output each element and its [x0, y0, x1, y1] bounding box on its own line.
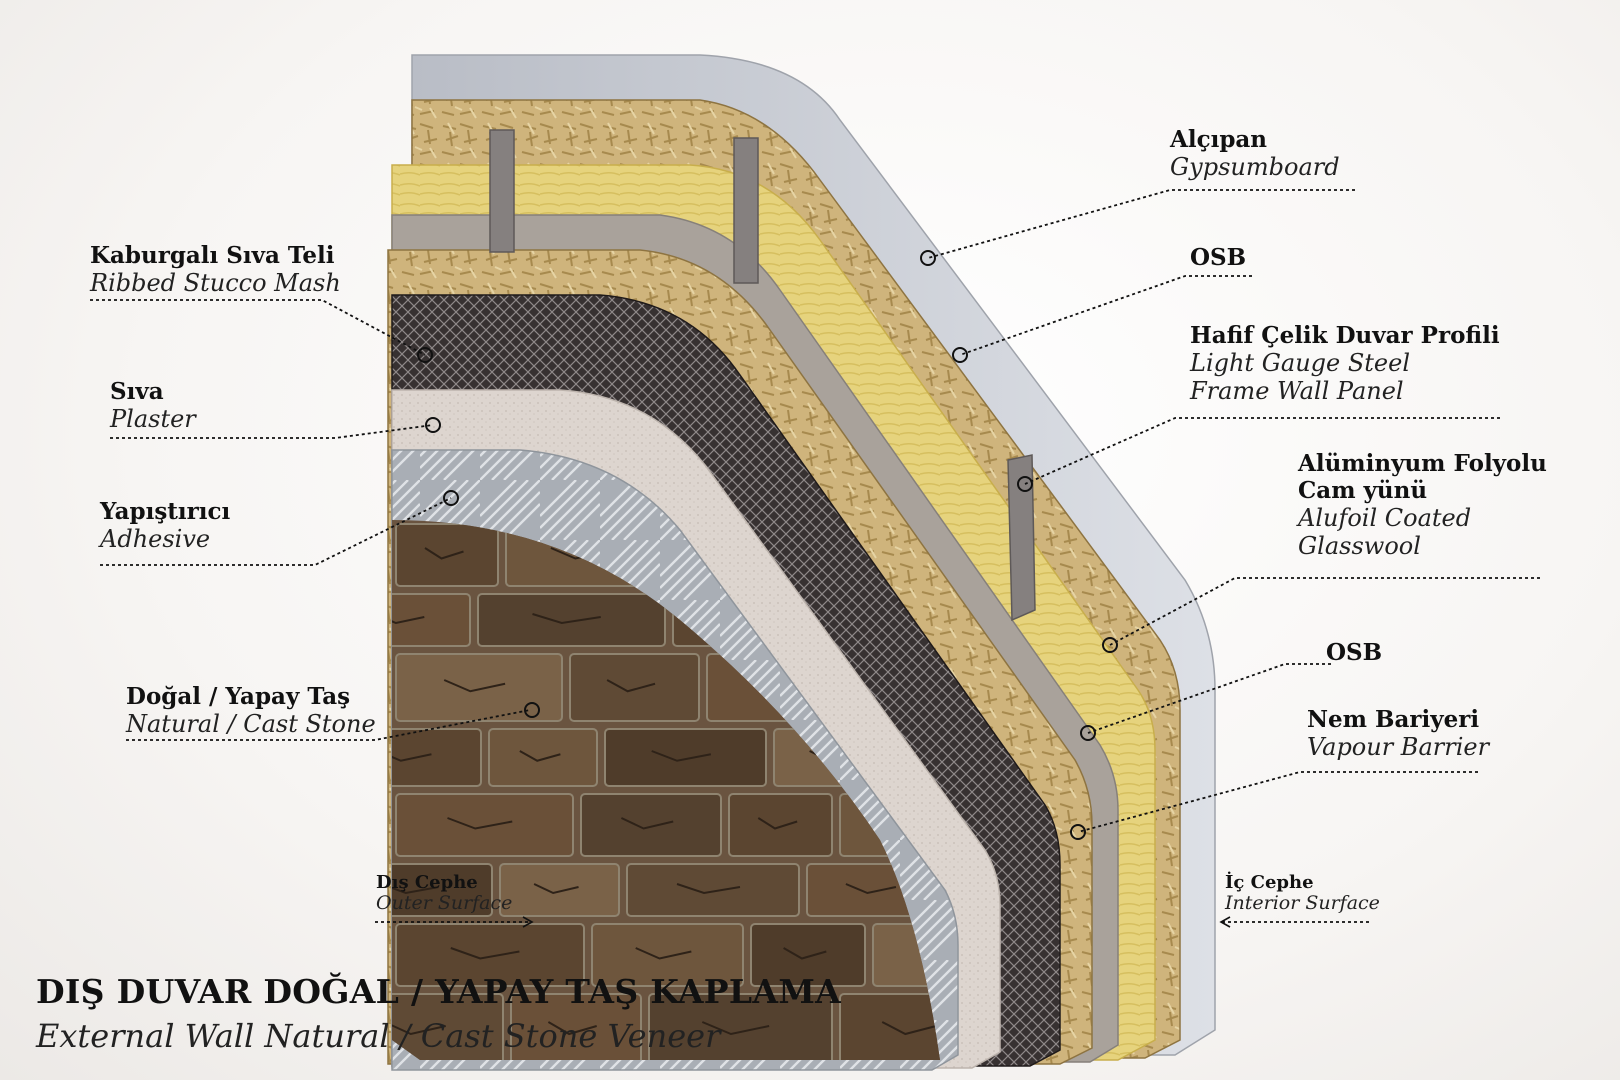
stone-block — [839, 993, 940, 1060]
stone-block — [395, 523, 499, 587]
stone-texture — [392, 750, 432, 762]
stone-block — [392, 728, 482, 787]
adhesive-tr: Yapıştırıcı — [100, 498, 231, 525]
stone-texture — [532, 613, 601, 625]
stone-texture — [606, 679, 656, 693]
glasswool-tr: Alüminyum Folyolu — [1298, 450, 1547, 477]
stone-tr: Doğal / Yapay Taş — [126, 683, 351, 710]
title-tr: DIŞ DUVAR DOĞAL / YAPAY TAŞ KAPLAMA — [36, 972, 842, 1011]
outer-surface-en: Outer Surface — [376, 892, 513, 914]
stone-block — [392, 593, 471, 647]
osb-outer-tr: OSB — [1326, 639, 1383, 666]
stone-block — [488, 728, 598, 787]
steel-frame-en: Light Gauge Steel — [1190, 349, 1411, 377]
stone-texture — [447, 817, 513, 830]
stone-texture — [547, 1021, 597, 1036]
diagram-title: DIŞ DUVAR DOĞAL / YAPAY TAŞ KAPLAMA Exte… — [36, 972, 841, 1055]
steel-frame-tr: Hafif Çelik Duvar Profili — [1190, 322, 1500, 349]
stone-block — [728, 793, 833, 857]
stone-block — [392, 993, 504, 1060]
osb-inner-tr: OSB — [1190, 244, 1247, 271]
stucco-mesh-en: Ribbed Stucco Mash — [90, 269, 341, 297]
stone-texture — [424, 547, 464, 560]
label-interior-surface: İç Cephe Interior Surface — [1225, 874, 1380, 917]
plaster-tr: Sıva — [110, 378, 164, 405]
stone-texture — [533, 883, 579, 895]
label-osb-inner: OSB — [1190, 246, 1246, 273]
vapour-barrier-tr: Nem Bariyeri — [1307, 706, 1480, 733]
stone-block — [477, 593, 666, 647]
stone-texture — [783, 947, 827, 960]
stone-texture — [651, 750, 712, 762]
label-plaster: Sıva Plaster — [110, 380, 196, 435]
glasswool-en: Alufoil Coated — [1298, 504, 1472, 532]
label-osb-outer: OSB — [1326, 641, 1382, 668]
steel-stud-3 — [1007, 454, 1036, 622]
plaster-en: Plaster — [110, 405, 196, 433]
pointer-circles — [417, 250, 1118, 840]
adhesive-en: Adhesive — [100, 525, 211, 553]
stone-texture — [450, 947, 520, 960]
stone-texture — [443, 679, 506, 693]
stone-block — [604, 728, 767, 787]
label-stucco-mesh: Kaburgalı Sıva Teli Ribbed Stucco Mash — [90, 244, 341, 299]
outer-surface-tr: Dış Cephe — [376, 872, 478, 893]
stone-block — [395, 793, 574, 857]
stone-texture — [635, 947, 692, 960]
stone-texture — [392, 1021, 446, 1036]
label-outer-surface: Dış Cephe Outer Surface — [376, 874, 512, 917]
stone-block — [648, 993, 833, 1060]
label-stone: Doğal / Yapay Taş Natural / Cast Stone — [126, 685, 376, 740]
stone-en: Natural / Cast Stone — [126, 710, 376, 738]
interior-surface-en: Interior Surface — [1225, 892, 1380, 914]
steel-stud-2 — [733, 137, 759, 284]
stone-block — [569, 653, 700, 722]
label-glasswool: Alüminyum Folyolu Cam yünü Alufoil Coate… — [1298, 452, 1547, 562]
stone-texture — [845, 883, 897, 895]
stone-block — [591, 923, 744, 987]
stone-block — [872, 923, 940, 987]
stone-block — [395, 923, 585, 987]
stone-texture — [620, 817, 674, 830]
stucco-mesh-tr: Kaburgalı Sıva Teli — [90, 242, 335, 269]
stone-block — [580, 793, 722, 857]
label-adhesive: Yapıştırıcı Adhesive — [100, 500, 230, 555]
gypsumboard-en: Gypsumboard — [1170, 153, 1340, 181]
stone-block — [392, 863, 493, 917]
title-en: External Wall Natural / Cast Stone Venee… — [36, 1017, 721, 1055]
label-vapour-barrier: Nem Bariyeri Vapour Barrier — [1307, 708, 1489, 763]
stone-texture — [392, 613, 425, 625]
steel-stud-1 — [489, 129, 515, 253]
stone-texture — [519, 750, 561, 762]
stone-texture — [757, 817, 798, 830]
stone-texture — [881, 1021, 937, 1036]
stone-texture — [701, 1021, 770, 1036]
stone-block — [626, 863, 800, 917]
stone-block — [510, 993, 642, 1060]
label-gypsumboard: Alçıpan Gypsumboard — [1170, 128, 1340, 183]
leader-lines — [90, 189, 1540, 928]
stone-block — [395, 653, 563, 722]
vapour-barrier-en: Vapour Barrier — [1307, 733, 1490, 761]
stone-block — [499, 863, 620, 917]
label-steel-frame: Hafif Çelik Duvar Profili Light Gauge St… — [1190, 324, 1500, 407]
glasswool-en-2: Glasswool — [1298, 532, 1421, 560]
steel-frame-en-2: Frame Wall Panel — [1190, 377, 1404, 405]
stone-block — [750, 923, 866, 987]
stone-texture — [392, 883, 439, 895]
stone-texture — [676, 883, 741, 895]
interior-surface-tr: İç Cephe — [1225, 872, 1314, 893]
gypsumboard-tr: Alçıpan — [1170, 126, 1268, 153]
glasswool-tr-2: Cam yünü — [1298, 477, 1428, 504]
